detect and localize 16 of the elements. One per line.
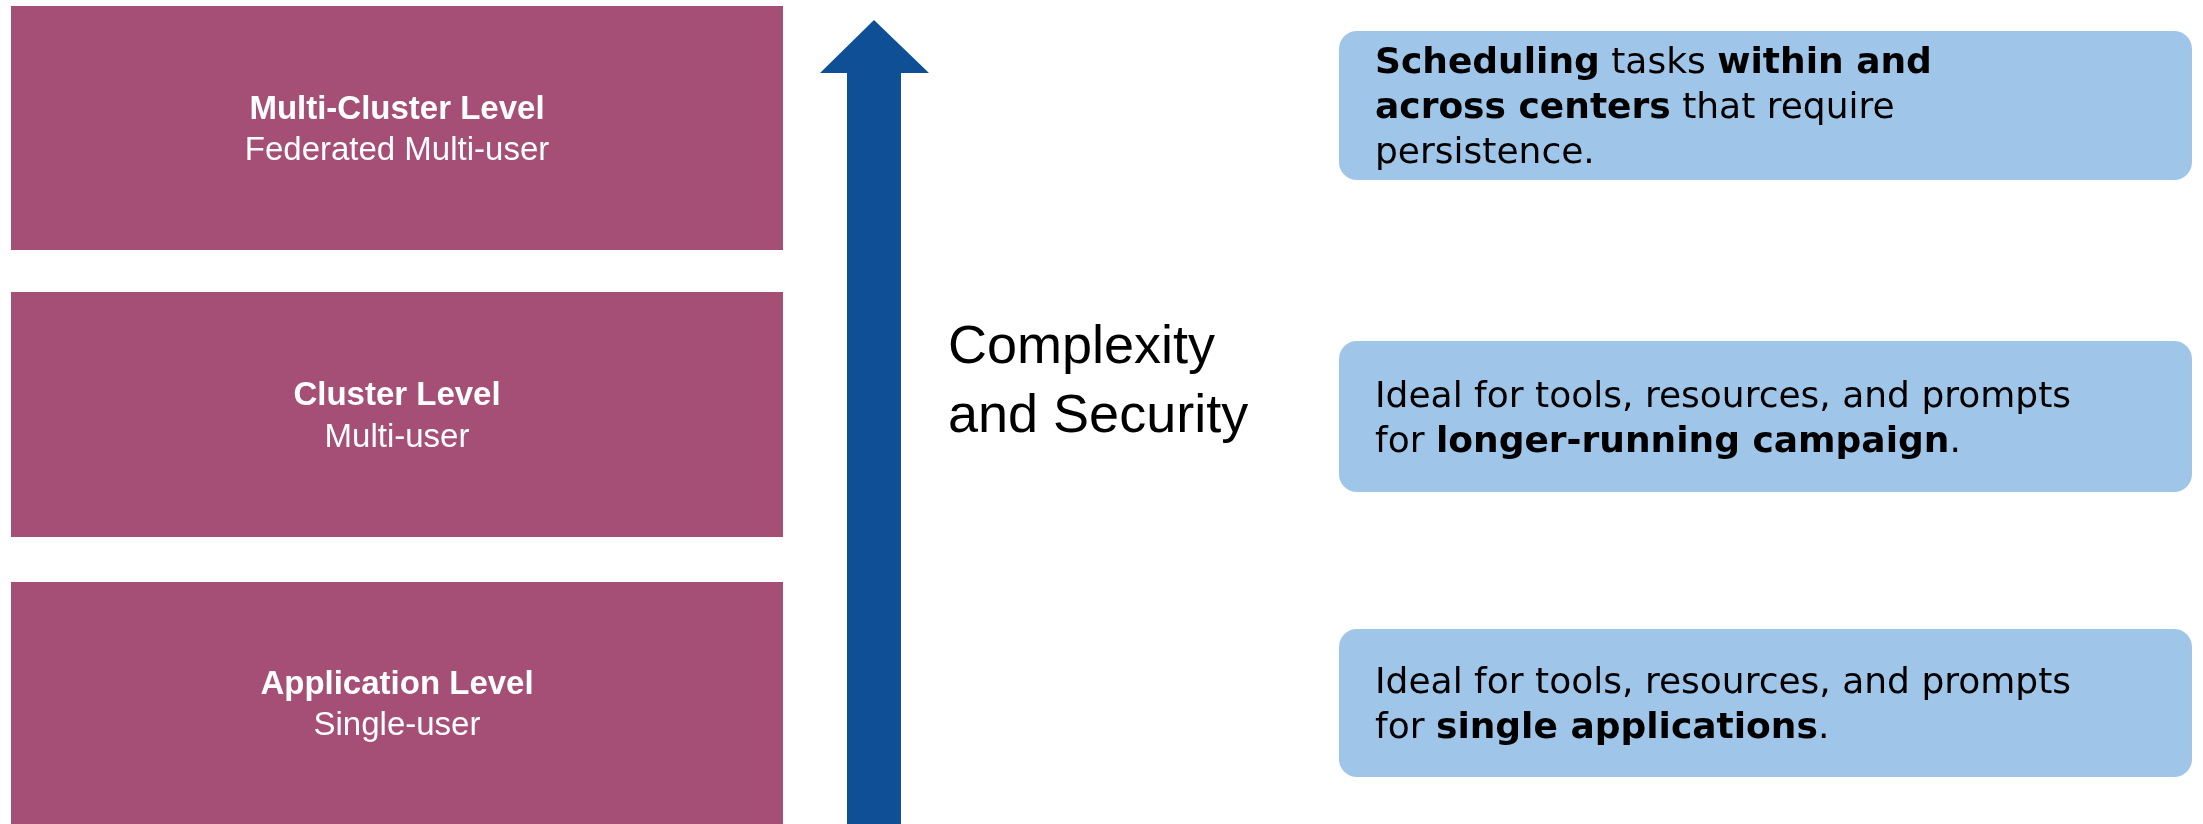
- description-text: Scheduling tasks within and across centers that require persistence.: [1375, 39, 1933, 173]
- level-box: [11, 292, 783, 537]
- level-box: [11, 6, 783, 250]
- level-title: Application Level: [260, 662, 534, 703]
- description-box: [1339, 31, 2192, 180]
- description-text: Ideal for tools, resources, and prompts for longer-running campaign.: [1375, 372, 2073, 462]
- description-text: Ideal for tools, resources, and prompts for single applications.: [1375, 659, 2073, 748]
- description-box: [1339, 629, 2192, 777]
- axis-label: Complexity and Security: [948, 313, 1250, 445]
- level-title: Cluster Level: [293, 374, 501, 415]
- level-subtitle: Single-user: [313, 704, 481, 744]
- level-subtitle: Multi-user: [324, 415, 470, 456]
- level-box: [11, 582, 783, 824]
- level-title: Multi-Cluster Level: [249, 87, 545, 128]
- level-subtitle: Federated Multi-user: [244, 129, 550, 169]
- description-box: [1339, 341, 2192, 492]
